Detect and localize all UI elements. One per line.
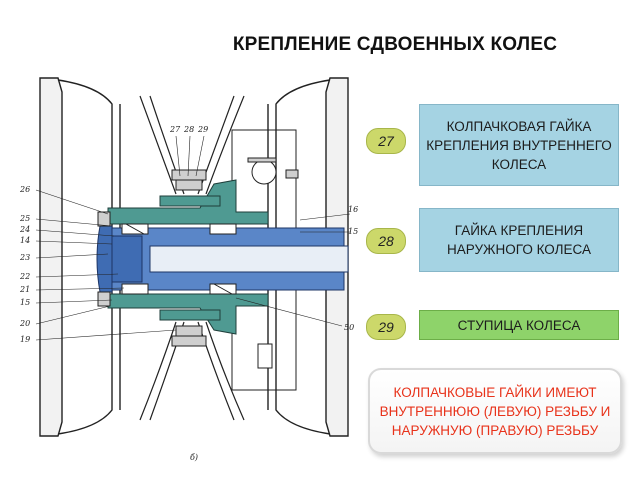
part-label: 21 bbox=[19, 285, 30, 294]
hub-assembly-drawing: 26 25 24 14 23 22 21 15 20 19 27 28 29 1… bbox=[19, 77, 358, 462]
part-label: 27 bbox=[169, 125, 181, 134]
axle-shaft bbox=[96, 225, 349, 293]
thread-note-text: КОЛПАЧКОВЫЕ ГАЙКИ ИМЕЮТ ВНУТРЕННЮЮ (ЛЕВУ… bbox=[379, 384, 611, 438]
callout-badge-29: 29 bbox=[366, 314, 406, 340]
wheel-hub bbox=[107, 179, 269, 335]
callout-text: СТУПИЦА КОЛЕСА bbox=[457, 317, 581, 333]
part-label: 50 bbox=[344, 323, 354, 332]
part-label: 29 bbox=[197, 125, 208, 134]
bearings bbox=[121, 223, 237, 295]
part-label: 22 bbox=[19, 272, 30, 281]
wheel-studs bbox=[97, 157, 299, 369]
callout-text: КОЛПАЧКОВАЯ ГАЙКА КРЕПЛЕНИЯ ВНУТРЕННЕГО … bbox=[426, 118, 612, 172]
page-title: КРЕПЛЕНИЕ СДВОЕННЫХ КОЛЕС bbox=[232, 34, 558, 55]
callout-badge-28: 28 bbox=[366, 228, 406, 254]
part-label: 24 bbox=[19, 225, 30, 234]
part-label: 14 bbox=[20, 236, 30, 245]
part-label: 23 bbox=[19, 253, 30, 262]
part-label: 25 bbox=[19, 214, 30, 223]
part-label: 16 bbox=[348, 205, 358, 214]
part-label: 15 bbox=[348, 227, 358, 236]
callout-box-outer-wheel-nut: ГАЙКА КРЕПЛЕНИЯ НАРУЖНОГО КОЛЕСА bbox=[419, 208, 619, 272]
part-number-labels: 26 25 24 14 23 22 21 15 20 19 27 28 29 1… bbox=[19, 125, 358, 462]
part-label: 26 bbox=[19, 185, 30, 194]
part-label: 15 bbox=[20, 298, 30, 307]
part-label: 19 bbox=[20, 335, 30, 344]
callout-box-inner-wheel-cap-nut: КОЛПАЧКОВАЯ ГАЙКА КРЕПЛЕНИЯ ВНУТРЕННЕГО … bbox=[419, 104, 619, 186]
part-label: 20 bbox=[19, 319, 30, 328]
callout-badge-27: 27 bbox=[366, 128, 406, 154]
thread-note-box: КОЛПАЧКОВЫЕ ГАЙКИ ИМЕЮТ ВНУТРЕННЮЮ (ЛЕВУ… bbox=[368, 368, 622, 454]
callout-text: ГАЙКА КРЕПЛЕНИЯ НАРУЖНОГО КОЛЕСА bbox=[447, 223, 591, 257]
leader-lines bbox=[35, 135, 351, 341]
callout-box-wheel-hub: СТУПИЦА КОЛЕСА bbox=[419, 310, 619, 340]
sheet-mark: б) bbox=[190, 453, 198, 462]
part-label: 28 bbox=[183, 125, 194, 134]
